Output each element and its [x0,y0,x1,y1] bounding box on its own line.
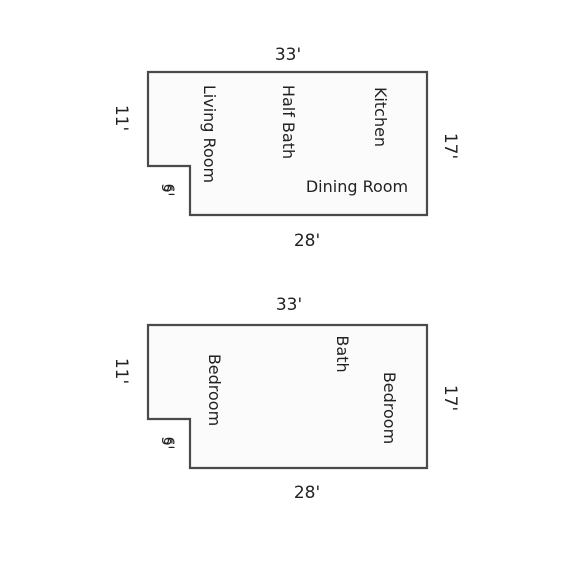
lower-top-dimension: 33' [276,295,302,315]
room-label-living-room: Living Room [200,85,219,183]
room-label-bath: Bath [333,335,352,372]
lower-notch-dimension-b: 6' [160,437,176,450]
upper-floor-outline [146,70,429,217]
upper-top-dimension: 33' [275,45,301,65]
room-label-dining-room: Dining Room [306,177,408,196]
upper-right-dimension: 17' [440,133,460,159]
lower-notch-dimension-a: 5' [158,437,174,450]
upper-left-dimension: 11' [111,105,131,131]
upper-bottom-dimension: 28' [294,231,320,251]
floor-plan-lower: 33' 28' 11' 17' 5' 6' Bedroom Bath Bedro… [111,295,460,503]
lower-right-dimension: 17' [440,385,460,411]
upper-notch-dimension-a: 5' [158,184,174,197]
lower-left-dimension: 11' [111,358,131,384]
upper-notch-dimension-b: 6' [160,184,176,197]
floor-plan-upper: 33' 28' 11' 17' 5' 6' Living Room Half B… [111,45,460,251]
room-label-bedroom-left: Bedroom [205,354,224,426]
room-label-kitchen: Kitchen [371,87,390,147]
room-label-bedroom-right: Bedroom [380,372,399,444]
room-label-half-bath: Half Bath [279,85,298,159]
lower-floor-outline [146,323,429,470]
lower-bottom-dimension: 28' [294,483,320,503]
